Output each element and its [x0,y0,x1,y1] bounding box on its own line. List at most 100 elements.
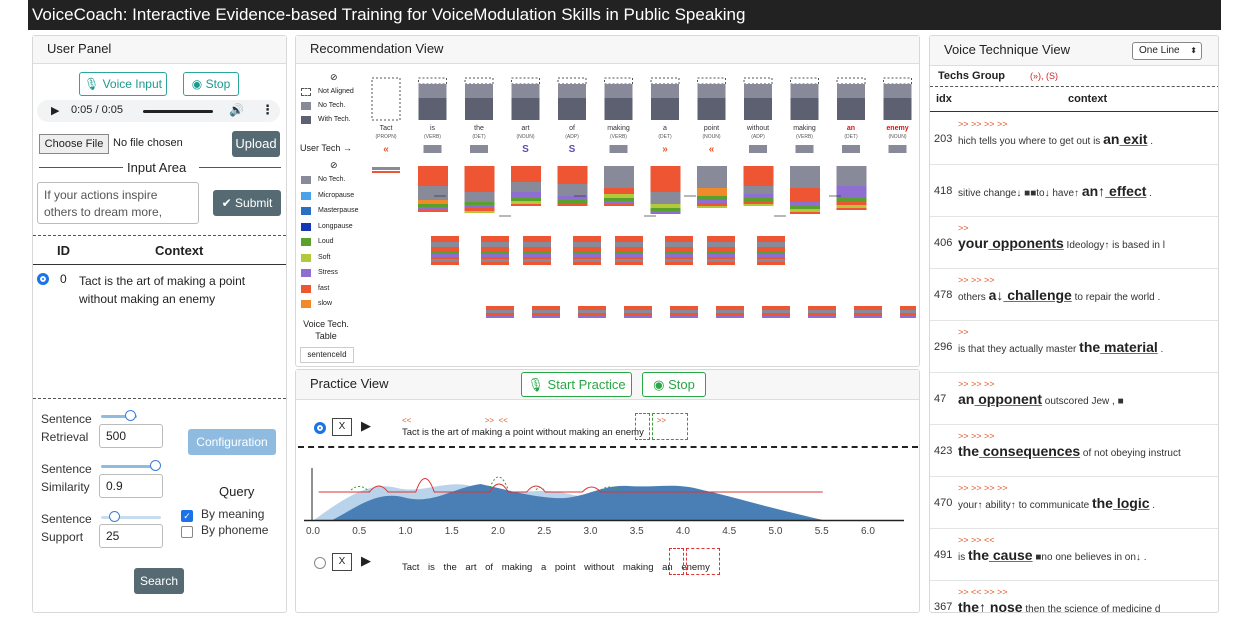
hide-icon[interactable]: ⊘ [330,72,338,82]
tech-row-marks: >> >> << [958,535,995,545]
technique-stack-row3 [854,310,882,313]
user-tech-none [749,145,767,153]
retrieval-slider[interactable] [101,415,137,418]
practice-sentence-1: Tact is the art of making a point withou… [402,427,644,438]
more-options-icon[interactable]: ⋮ [261,102,274,117]
by-meaning-checkbox[interactable]: ✓ [181,510,193,522]
col-context: context [1068,93,1108,105]
similarity-input[interactable]: 0.9 [99,474,163,498]
tech-row[interactable]: 367>> << >> >> the↑ nose then the scienc… [930,581,1218,612]
support-input[interactable]: 25 [99,524,163,548]
retrieval-input[interactable]: 500 [99,424,163,448]
technique-stack [650,166,681,192]
technique-stack-row2 [431,259,459,262]
technique-stack [464,202,495,205]
play-icon[interactable]: ▶ [356,418,376,436]
similarity-slider-knob[interactable] [150,460,161,471]
sentence-id-button[interactable]: sentenceId [300,347,354,363]
sentence-radio-0[interactable] [37,273,49,285]
tick-label: 3.0 [583,526,598,537]
technique-stack-row2 [573,257,601,259]
voice-input-button[interactable]: 🎙 Voice Input [79,72,167,96]
technique-stack [604,198,634,201]
recommendation-view: Recommendation View ⊘ Not Aligned No Tec… [295,35,920,367]
support-slider[interactable] [101,516,161,519]
technique-stack-row3 [716,316,744,318]
col-idx: idx [936,93,952,105]
volume-icon[interactable]: 🔊 [229,103,244,117]
tech-row[interactable]: 491>> >> <<is the cause ■no one believes… [930,529,1218,581]
tech-row[interactable]: 47>> >> >> an opponent outscored Jew , ■ [930,373,1218,425]
word-label: an [847,125,855,132]
mode-select[interactable]: One Line⬍ [1132,42,1202,60]
word-bar-outline [604,77,633,85]
support-slider-knob[interactable] [109,511,120,522]
tech-row[interactable]: 470>> >> >> >>your↑ ability↑ to communic… [930,477,1218,529]
audio-player[interactable]: ▶ 0:05 / 0:05 🔊 ⋮ [37,100,280,122]
technique-stack-row3 [532,310,560,313]
technique-stack-row3 [762,310,790,313]
close-button-2[interactable]: X [332,553,352,571]
hide-icon-2[interactable]: ⊘ [330,160,338,170]
word-bar-no-tech [511,84,540,98]
word-bar-with-tech [465,98,493,120]
word-pos: (ADP) [565,134,579,140]
submit-button[interactable]: ✔ Submit [213,190,281,216]
legend-swatch [301,269,311,277]
legend-swatch [301,176,311,184]
mismatch-box-an-2 [669,548,684,575]
configuration-button[interactable]: Configuration [188,429,276,455]
word-bar-no-tech [790,84,819,98]
audio-progress[interactable] [143,110,213,113]
word-pos: (PROPN) [375,134,396,140]
technique-stack [697,203,727,206]
close-button[interactable]: X [332,418,352,436]
technique-stack-row3 [670,306,698,310]
tech-row-idx: 203 [934,133,953,145]
technique-stack-row3 [578,316,606,318]
technique-stack [464,166,495,192]
choose-file-button[interactable]: Choose File [39,134,109,154]
search-button[interactable]: Search [134,568,184,594]
technique-stack-row3 [486,313,514,316]
tech-row[interactable]: 203>> >> >> >>hich tells you where to ge… [930,113,1218,165]
technique-stack-row3 [716,310,744,313]
input-textarea[interactable]: If your actions inspire others to dream … [37,182,199,224]
similarity-slider[interactable] [101,465,159,468]
tech-row[interactable]: 296 >>is that they actually master the m… [930,321,1218,373]
practice-stop-button[interactable]: ◉ Stop [642,372,706,397]
legend-label: Stress [318,269,338,276]
word-bar-not-aligned [371,77,401,121]
technique-stack-row2 [665,257,693,259]
word-pos: (NOUN) [516,134,534,140]
technique-stack-row2 [615,257,643,259]
practice-radio-2[interactable] [314,557,326,569]
play-icon[interactable]: ▶ [51,105,60,117]
legend-not-aligned: Not Aligned [318,88,354,95]
technique-stack [790,209,820,212]
technique-stack-row2 [481,254,509,257]
technique-stack-row2 [523,262,551,265]
legend-not-aligned-swatch [301,88,311,96]
stop-button[interactable]: ◉ Stop [183,72,239,96]
technique-stack-row3 [762,316,790,318]
technique-stack-row2 [757,259,785,262]
tech-row-context: the consequences of not obeying instruct [958,443,1181,459]
technique-stack-row2 [573,262,601,265]
tech-row[interactable]: 478 >> >> >>others a↓ challenge to repai… [930,269,1218,321]
input-area-label: Input Area [127,160,187,175]
legend-label: Masterpause [318,207,359,214]
word-bar-no-tech [418,84,447,98]
retrieval-slider-knob[interactable] [125,410,136,421]
word-label: of [569,125,575,132]
practice-radio-1[interactable] [314,422,326,434]
tech-row-idx: 47 [934,393,947,405]
play-icon-2[interactable]: ▶ [356,553,376,571]
tech-row[interactable]: 423>> >> >> the consequences of not obey… [930,425,1218,477]
upload-button[interactable]: Upload [232,131,280,157]
technique-stack [557,196,588,200]
by-phoneme-checkbox[interactable] [181,526,193,538]
tech-row[interactable]: 406>> your opponents Ideology↑ is based … [930,217,1218,269]
start-practice-button[interactable]: 🎙 Start Practice [521,372,632,397]
